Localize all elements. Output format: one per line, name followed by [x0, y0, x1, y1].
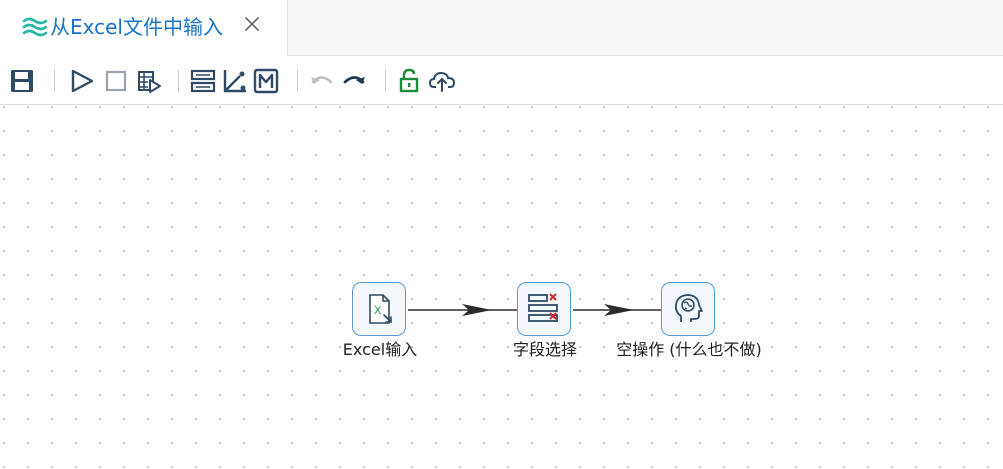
toolbar-separator — [385, 70, 386, 92]
run-icon[interactable] — [69, 68, 95, 94]
toolbar-separator — [178, 70, 179, 92]
toolbar-separator — [297, 70, 298, 92]
tab-transformation[interactable]: 从Excel文件中输入 — [0, 0, 288, 56]
tab-title: 从Excel文件中输入 — [50, 15, 223, 39]
redo-icon[interactable] — [341, 68, 367, 94]
close-icon[interactable] — [242, 14, 262, 34]
field-select-icon — [528, 293, 558, 322]
check-transformation-icon[interactable] — [190, 68, 216, 94]
step-label: 字段选择 — [512, 340, 578, 359]
toolbar-separator — [54, 70, 55, 92]
unlock-icon[interactable] — [396, 68, 422, 94]
save-icon[interactable] — [9, 68, 35, 94]
toolbar — [0, 56, 1003, 105]
step-dummy[interactable] — [661, 282, 715, 336]
tab-bar: 从Excel文件中输入 — [0, 0, 1003, 56]
preview-run-icon[interactable] — [136, 68, 162, 94]
hops-layer — [408, 304, 661, 316]
excel-file-icon: X — [369, 294, 392, 324]
undo-icon[interactable] — [309, 68, 335, 94]
upload-cloud-icon[interactable] — [429, 68, 455, 94]
head-brain-icon — [674, 294, 703, 322]
stop-icon[interactable] — [103, 68, 129, 94]
svg-text:X: X — [374, 304, 382, 317]
metadata-icon[interactable] — [253, 68, 279, 94]
step-excel-input[interactable]: X — [352, 282, 406, 336]
step-label: 空操作 (什么也不做) — [616, 340, 762, 359]
layers-waves-icon — [22, 17, 48, 37]
transformation-canvas[interactable]: X Excel输入 字段选择 空操作 (什么也不做) — [0, 105, 1003, 469]
impact-analysis-icon[interactable] — [221, 68, 247, 94]
step-label: Excel输入 — [342, 340, 418, 359]
step-select-fields[interactable] — [517, 282, 571, 336]
